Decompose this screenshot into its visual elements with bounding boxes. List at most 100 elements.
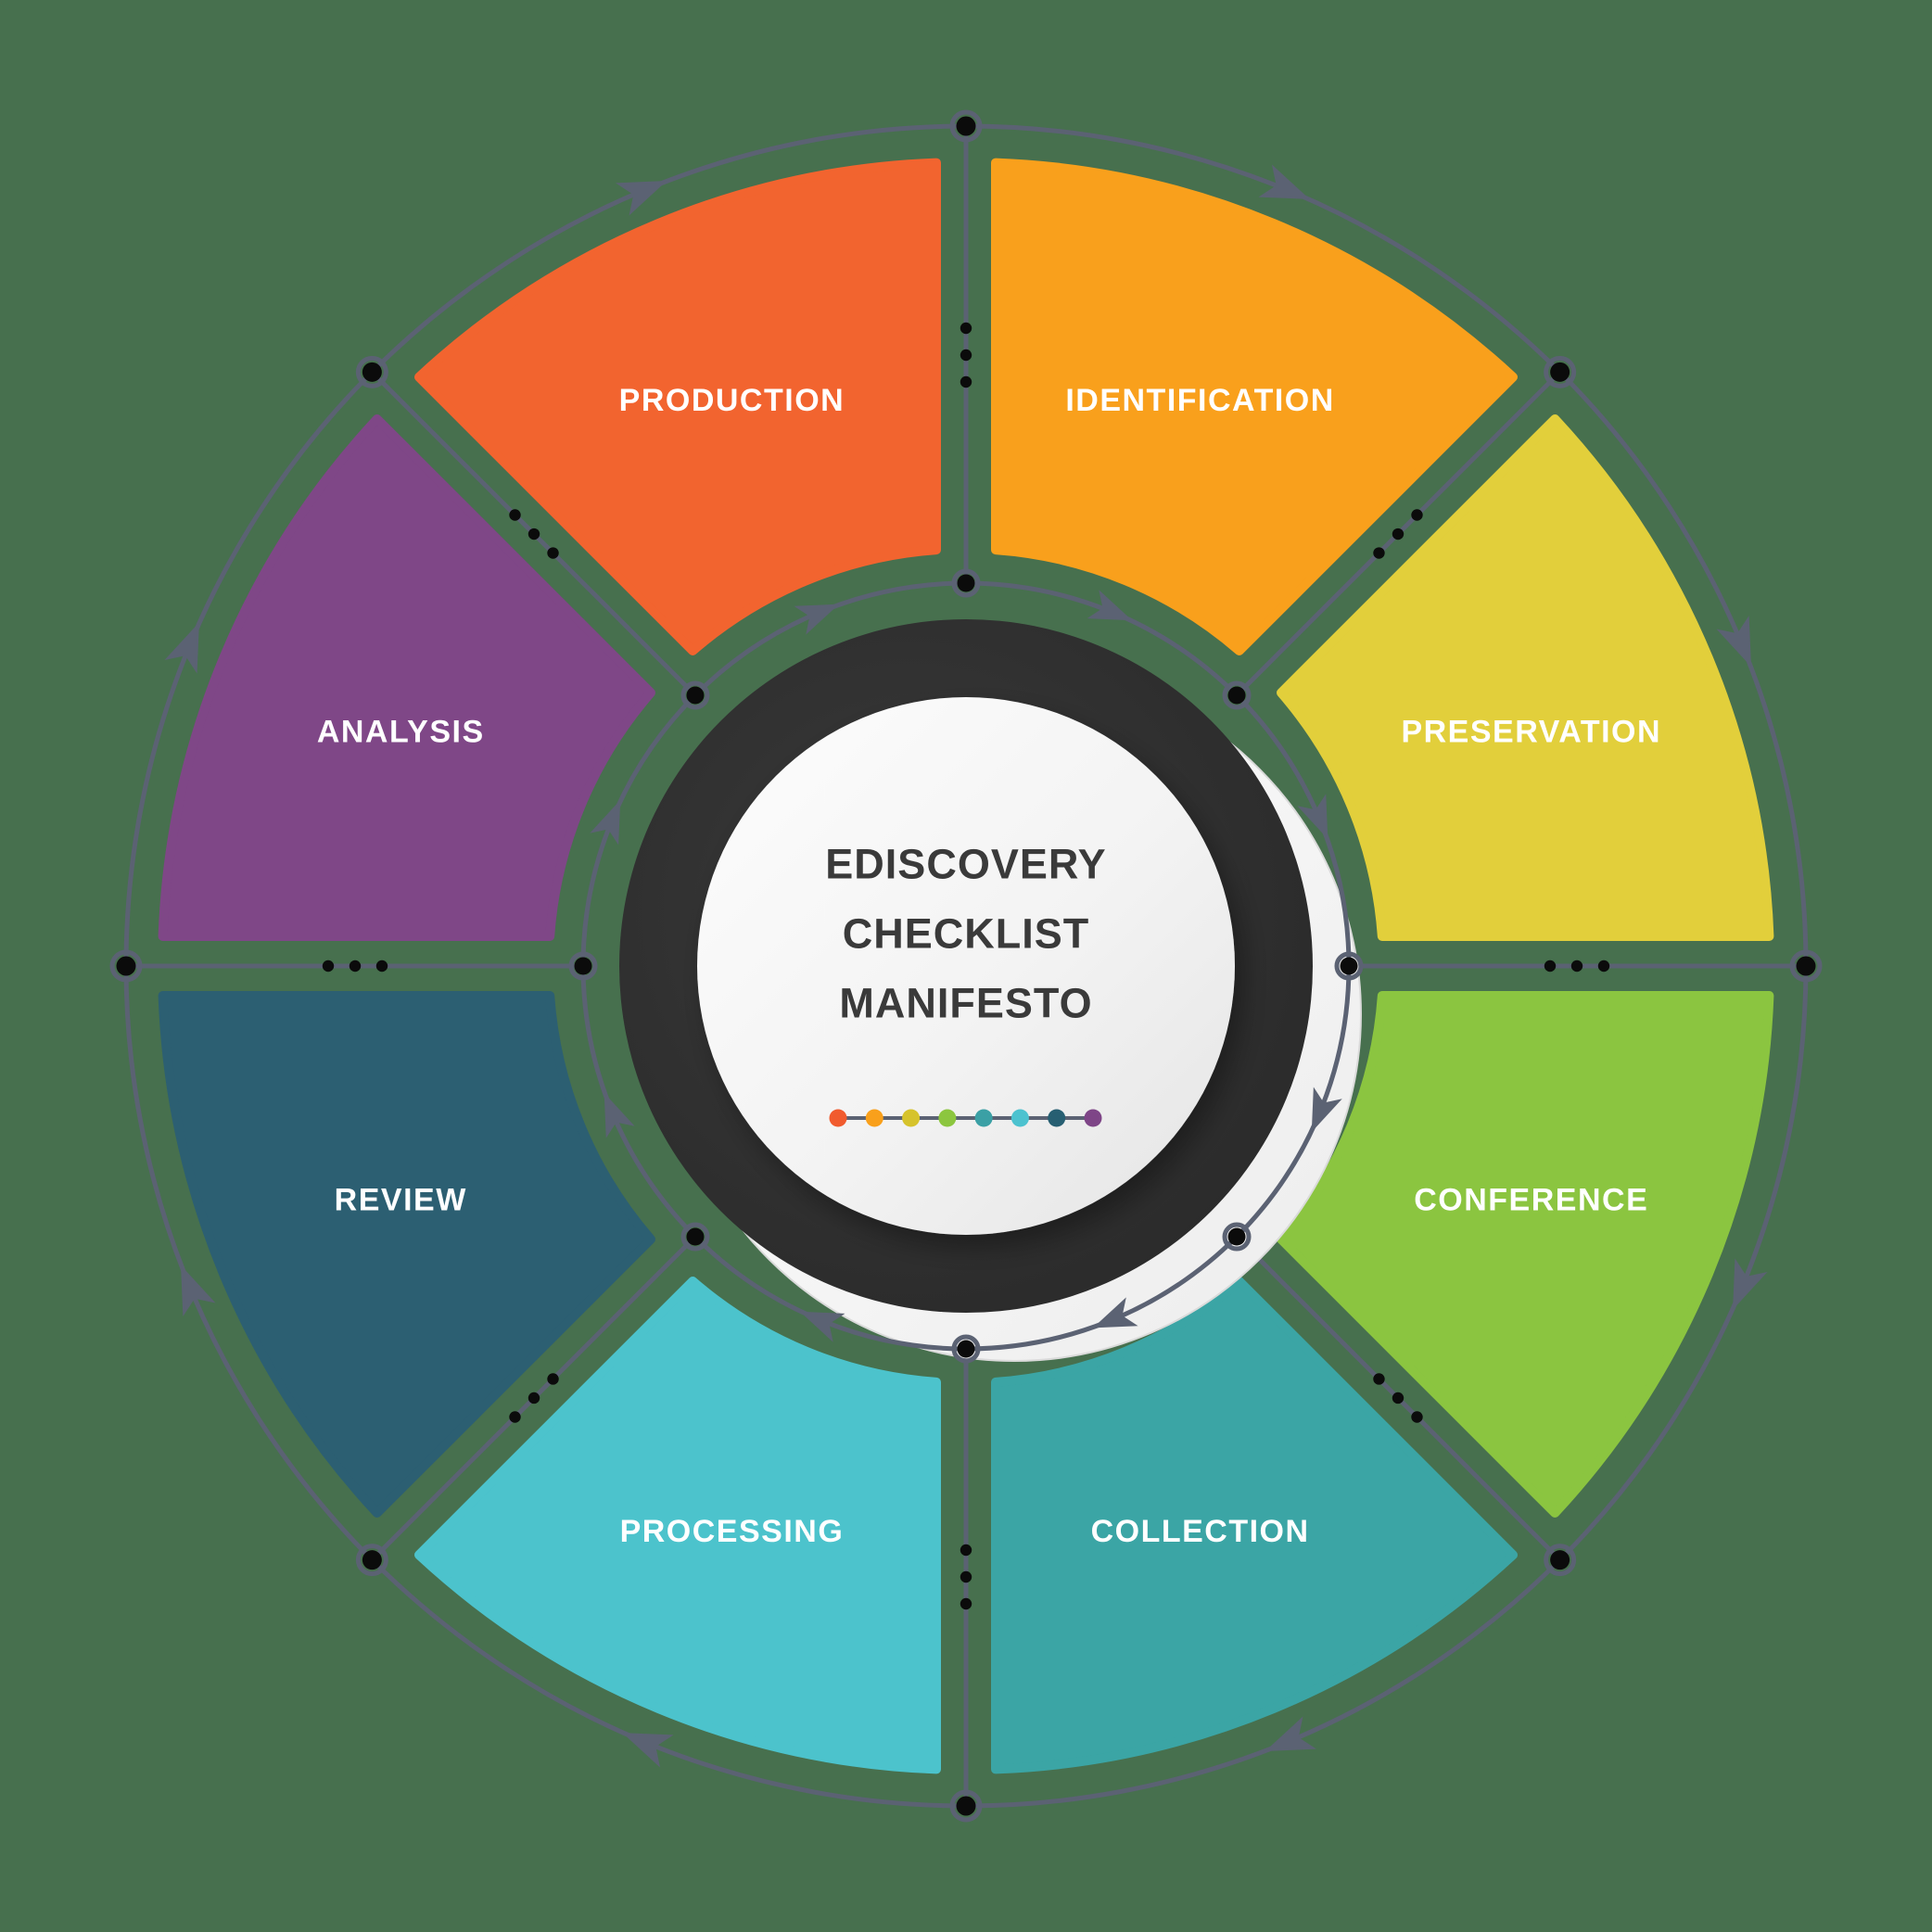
flow-arrow-icon xyxy=(1297,794,1328,840)
legend-dot xyxy=(1048,1109,1066,1127)
segment-conference xyxy=(1277,991,1774,1519)
legend-dot-strip xyxy=(829,1109,1102,1127)
flow-arrow-icon xyxy=(1258,164,1310,199)
divider-dot xyxy=(322,960,335,972)
segment-label-conference: CONFERENCE xyxy=(1414,1183,1648,1218)
divider-dot xyxy=(1597,960,1610,972)
legend-dot xyxy=(1084,1109,1102,1127)
divider-dot xyxy=(1570,960,1583,972)
inner-boundary-node xyxy=(1222,680,1252,710)
outer-boundary-node xyxy=(949,109,983,143)
divider-dot xyxy=(547,547,559,559)
inner-boundary-node-dot xyxy=(1340,957,1358,975)
divider-dot xyxy=(960,349,972,362)
divider-dot xyxy=(1392,527,1405,540)
divider-dot xyxy=(509,1411,521,1423)
divider-dot xyxy=(960,322,972,335)
flow-arrow-icon xyxy=(1087,590,1133,621)
divider-dot xyxy=(960,375,972,388)
outer-boundary-node-dot xyxy=(1550,1550,1570,1570)
outer-boundary-node-dot xyxy=(362,1550,382,1570)
flow-arrow-icon xyxy=(615,181,667,216)
outer-boundary-node-dot xyxy=(116,956,136,976)
inner-boundary-node xyxy=(951,568,981,598)
inner-boundary-node-dot xyxy=(957,1340,975,1358)
inner-boundary-node-dot xyxy=(574,957,592,975)
outer-boundary-node xyxy=(949,1789,983,1823)
outer-boundary-node-dot xyxy=(956,1796,976,1816)
inner-boundary-node-dot xyxy=(1227,686,1246,705)
segment-label-production: PRODUCTION xyxy=(619,383,845,418)
legend-dot xyxy=(938,1109,957,1127)
segment-review xyxy=(158,991,655,1519)
inner-boundary-node-dot xyxy=(1227,1227,1246,1246)
inner-boundary-node xyxy=(1334,951,1364,981)
legend-dot xyxy=(865,1109,883,1127)
divider-dot xyxy=(547,1373,559,1385)
flow-arrow-icon xyxy=(622,1733,674,1768)
inner-boundary-node-dot xyxy=(686,1227,705,1246)
center-title-line-3: MANIFESTO xyxy=(839,980,1092,1027)
segment-identification xyxy=(991,158,1519,655)
divider-dot xyxy=(1373,547,1385,559)
flow-arrow-icon xyxy=(181,1265,216,1317)
divider-dot xyxy=(960,1570,972,1583)
divider-dot xyxy=(527,527,540,540)
inner-boundary-node xyxy=(680,680,710,710)
wheel-center-layer: EDISCOVERY CHECKLIST MANIFESTO xyxy=(697,697,1235,1235)
divider-dot xyxy=(1411,1411,1423,1423)
center-circle xyxy=(697,697,1235,1235)
segment-label-collection: COLLECTION xyxy=(1091,1514,1310,1549)
outer-boundary-node-dot xyxy=(362,362,382,382)
divider-dot xyxy=(1544,960,1557,972)
segment-label-review: REVIEW xyxy=(335,1183,467,1218)
outer-boundary-node xyxy=(355,1544,388,1577)
inner-boundary-node-dot xyxy=(957,574,975,592)
segment-preservation xyxy=(1277,413,1774,941)
segment-collection xyxy=(991,1277,1519,1774)
inner-boundary-node xyxy=(680,1222,710,1252)
outer-boundary-node xyxy=(355,355,388,388)
legend-dot xyxy=(974,1109,993,1127)
divider-dot xyxy=(349,960,362,972)
inner-boundary-node xyxy=(1222,1222,1252,1252)
divider-dot xyxy=(960,1544,972,1557)
legend-dot xyxy=(829,1109,847,1127)
inner-boundary-node xyxy=(568,951,598,981)
divider-dot xyxy=(1392,1392,1405,1405)
flow-arrow-icon xyxy=(1092,1297,1138,1328)
flow-arrow-icon xyxy=(590,799,621,845)
outer-boundary-node-dot xyxy=(1550,362,1570,382)
flow-arrow-icon xyxy=(1265,1716,1317,1751)
flow-arrow-icon xyxy=(164,622,199,674)
outer-boundary-node xyxy=(1544,355,1577,388)
flow-arrow-icon xyxy=(604,1092,635,1138)
divider-dot xyxy=(960,1597,972,1610)
segment-label-identification: IDENTIFICATION xyxy=(1065,383,1334,418)
flow-arrow-icon xyxy=(799,1311,845,1342)
flow-arrow-icon xyxy=(1716,615,1751,667)
segment-analysis xyxy=(158,413,655,941)
center-title-line-1: EDISCOVERY xyxy=(825,841,1106,888)
outer-boundary-node-dot xyxy=(956,116,976,136)
outer-boundary-node-dot xyxy=(1796,956,1816,976)
flow-arrow-icon xyxy=(794,604,840,635)
divider-dot xyxy=(1373,1373,1385,1385)
divider-dot xyxy=(527,1392,540,1405)
segment-label-preservation: PRESERVATION xyxy=(1401,714,1661,749)
segment-label-processing: PROCESSING xyxy=(620,1514,845,1549)
segment-production xyxy=(413,158,941,655)
flow-arrow-icon xyxy=(1733,1258,1768,1310)
outer-boundary-node xyxy=(109,949,143,983)
inner-boundary-node xyxy=(951,1334,981,1364)
divider-dot xyxy=(375,960,388,972)
divider-dot xyxy=(1411,509,1423,521)
outer-boundary-node xyxy=(1789,949,1823,983)
inner-boundary-node-dot xyxy=(686,686,705,705)
outer-boundary-node xyxy=(1544,1544,1577,1577)
center-title-line-2: CHECKLIST xyxy=(843,910,1090,958)
segment-label-analysis: ANALYSIS xyxy=(317,714,485,749)
wheel-nodes-layer xyxy=(109,109,1823,1823)
